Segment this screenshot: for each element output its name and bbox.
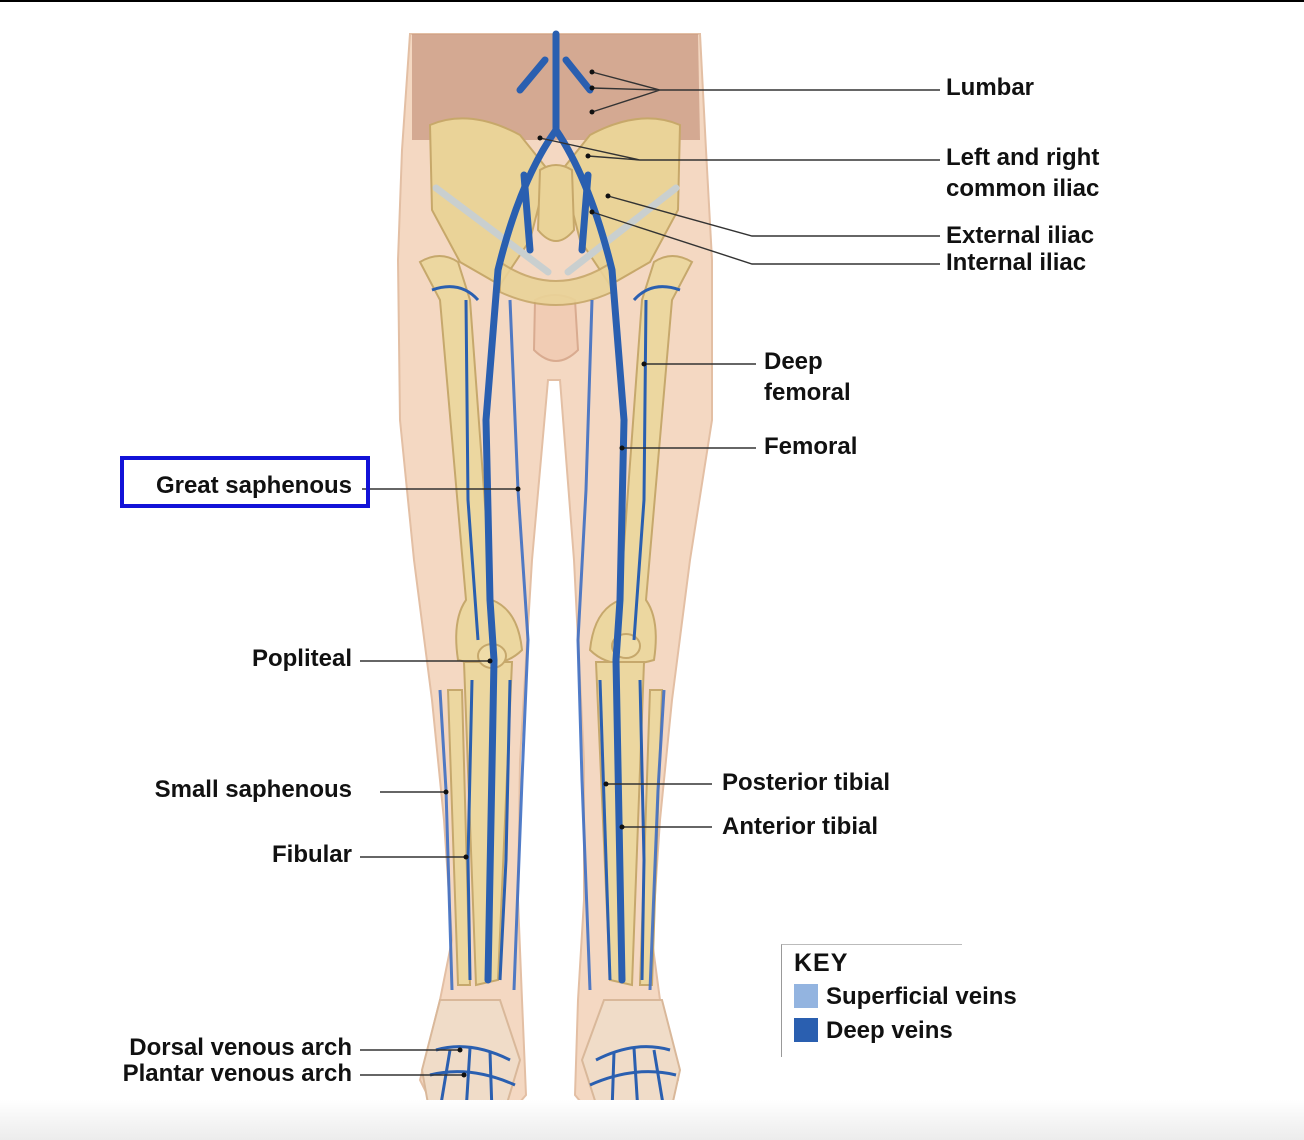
key-row-deep: Deep veins [794, 1017, 953, 1045]
label-posterior-tibial: Posterior tibial [722, 769, 891, 796]
great-saphenous-highlight [120, 456, 370, 508]
label-plantar-venous-arch: Plantar venous arch [122, 1060, 352, 1087]
lower-leg-bones [446, 661, 664, 987]
inguinal-ligaments [432, 184, 680, 276]
label-dorsal-venous-arch: Dorsal venous arch [129, 1034, 352, 1061]
label-deep-femoral-line2: femoral [764, 379, 851, 406]
label-common-iliac-line2: common iliac [946, 175, 1100, 202]
key-title: KEY [794, 949, 849, 977]
label-anterior-tibial: Anterior tibial [722, 813, 879, 840]
bottom-fade [0, 1100, 1304, 1140]
deep-vein-swatch [794, 1018, 818, 1042]
label-popliteal: Popliteal [251, 645, 352, 672]
label-great-saphenous: Great saphenous [155, 472, 352, 499]
foot-bones [420, 999, 682, 1117]
pelvis-bone [428, 117, 682, 306]
label-lumbar: Lumbar [946, 74, 1035, 101]
label-common-iliac-line1: Left and right [946, 144, 1100, 171]
femur-bones [418, 255, 694, 666]
label-femoral: Femoral [764, 433, 858, 460]
legend-key: KEY Superficial veins Deep veins [781, 944, 1017, 1057]
label-small-saphenous: Small saphenous [154, 776, 352, 803]
leader-dots [443, 69, 647, 1078]
top-border [0, 0, 1304, 2]
superficial-vein-swatch [794, 984, 818, 1008]
label-internal-iliac: Internal iliac [946, 249, 1087, 276]
deep-veins-branches [431, 285, 681, 981]
key-superficial-label: Superficial veins [826, 983, 1017, 1010]
label-fibular: Fibular [271, 841, 352, 868]
label-deep-femoral-line1: Deep [764, 348, 823, 375]
leader-lines [360, 71, 940, 1076]
label-external-iliac: External iliac [946, 222, 1095, 249]
key-deep-label: Deep veins [826, 1017, 953, 1044]
key-row-superficial: Superficial veins [794, 983, 1017, 1011]
